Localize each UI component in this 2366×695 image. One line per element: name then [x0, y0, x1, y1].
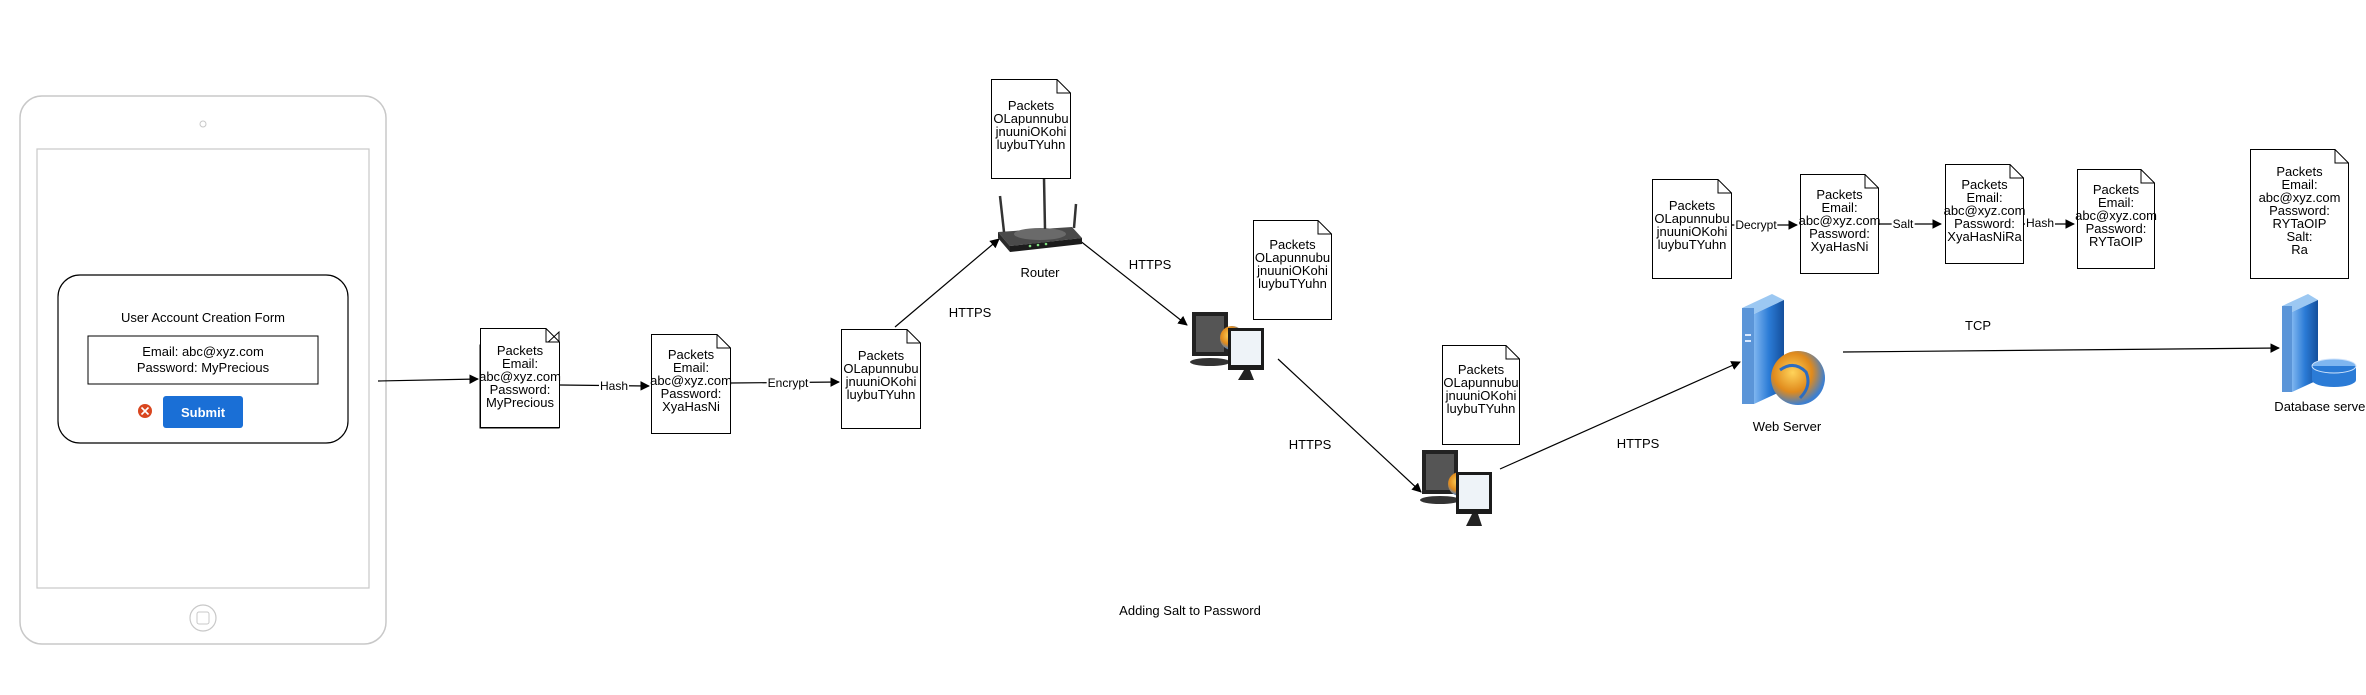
- document-line: Packets: [1668, 198, 1716, 213]
- document-line: Password:: [1954, 216, 2015, 231]
- form-password-field[interactable]: Password: MyPrecious: [136, 360, 270, 375]
- edge-label-salt: Salt: [1891, 217, 1915, 231]
- database-server-label: Database server: [2274, 399, 2366, 414]
- document-line: abc@xyz.com: [1943, 203, 2026, 218]
- document-line: Packets: [496, 343, 544, 358]
- document-line: Packets: [1269, 237, 1316, 252]
- document-line: jnuuniOKohi: [1656, 224, 1728, 239]
- document-line: abc@xyz.com: [2075, 208, 2157, 223]
- submit-button[interactable]: Submit: [163, 396, 243, 428]
- edge-pc1-to-pc2: [1277, 358, 1422, 493]
- error-icon: [138, 404, 152, 418]
- document-line: Ra: [2291, 242, 2308, 257]
- document-line: Email:: [2281, 177, 2318, 192]
- computer-icon: [1190, 312, 1264, 380]
- edge-to-router: [894, 238, 1000, 328]
- document-line: luybuTYuhn: [846, 387, 916, 402]
- edge-label-https-1: HTTPS: [948, 305, 992, 320]
- document-line: jnuuniOKohi: [845, 374, 917, 389]
- document-line: Email:: [501, 356, 539, 371]
- document-line: jnuuniOKohi: [995, 124, 1067, 139]
- document-line: Packets: [1961, 177, 2008, 192]
- document-line: XyaHasNiRa: [1947, 229, 2022, 244]
- document-line: OLapunnubu: [1654, 211, 1730, 226]
- edge-label-decrypt: Decrypt: [1734, 218, 1778, 232]
- document-line: luybuTYuhn: [1446, 401, 1516, 416]
- edge-label-https-2: HTTPS: [1128, 257, 1172, 272]
- router-label: Router: [1020, 265, 1060, 280]
- document-line: RYTaOIP: [2272, 216, 2327, 231]
- edge-label-tcp: TCP: [1965, 318, 1991, 333]
- document-line: jnuuniOKohi: [1257, 263, 1328, 278]
- document-line: jnuuniOKohi: [1445, 388, 1517, 403]
- document-line: Salt:: [2286, 229, 2313, 244]
- document-line: Packets: [1816, 187, 1863, 202]
- document-line: Password:: [2269, 203, 2330, 218]
- document-line: Password:: [489, 382, 551, 397]
- edge-tablet-to-plain: [377, 374, 479, 384]
- document-line: Packets: [1457, 362, 1505, 377]
- edge-label-hash2: Hash: [2024, 216, 2056, 230]
- document-line: Password:: [660, 386, 722, 401]
- edge-label-https-3: HTTPS: [1288, 437, 1332, 452]
- edge-label-encrypt: Encrypt: [766, 376, 810, 390]
- document-line: OLapunnubu: [1443, 375, 1519, 390]
- edge-pc2-to-server: [1499, 361, 1741, 470]
- document-line: OLapunnubu: [1254, 250, 1331, 265]
- edge-tcp: [1842, 343, 2280, 353]
- edge-router-to-pc1: [1078, 239, 1188, 326]
- document-line: Packets: [2092, 182, 2140, 197]
- document-line: luybuTYuhn: [1657, 237, 1727, 252]
- document-line: abc@xyz.com: [2258, 190, 2341, 205]
- document-line: Email:: [2097, 195, 2135, 210]
- document-line: Packets: [2276, 164, 2323, 179]
- document-line: abc@xyz.com: [650, 373, 732, 388]
- web-server-icon: [1742, 294, 1825, 405]
- web-server-label: Web Server: [1752, 419, 1822, 434]
- document-line: luybuTYuhn: [1258, 276, 1327, 291]
- document-line: Email:: [1821, 200, 1858, 215]
- document-line: Email:: [672, 360, 710, 375]
- computer-icon: [1420, 450, 1492, 526]
- document-line: OLapunnubu: [993, 111, 1069, 126]
- document-line: luybuTYuhn: [996, 137, 1066, 152]
- document-line: Password:: [1809, 226, 1870, 241]
- edge-label-https-4: HTTPS: [1616, 436, 1660, 451]
- document-line: MyPrecious: [486, 395, 554, 410]
- diagram-caption: Adding Salt to Password: [1119, 603, 1261, 618]
- document-line: Email:: [1966, 190, 2003, 205]
- form-email-field[interactable]: Email: abc@xyz.com: [142, 344, 264, 359]
- document-line: OLapunnubu: [843, 361, 919, 376]
- document-line: Packets: [1007, 98, 1055, 113]
- document-line: Packets: [667, 347, 715, 362]
- document-line: RYTaOIP: [2089, 234, 2143, 249]
- form-title: User Account Creation Form: [120, 310, 286, 325]
- form-credentials-box: [87, 335, 319, 385]
- router-icon: [998, 177, 1082, 252]
- document-line: XyaHasNi: [1810, 239, 1869, 254]
- document-line: Password:: [2085, 221, 2147, 236]
- document-line: abc@xyz.com: [1798, 213, 1881, 228]
- database-server-icon: [2282, 294, 2357, 392]
- document-line: XyaHasNi: [662, 399, 720, 414]
- edge-label-hash: Hash: [598, 379, 630, 393]
- document-line: abc@xyz.com: [479, 369, 561, 384]
- document-line: Packets: [857, 348, 905, 363]
